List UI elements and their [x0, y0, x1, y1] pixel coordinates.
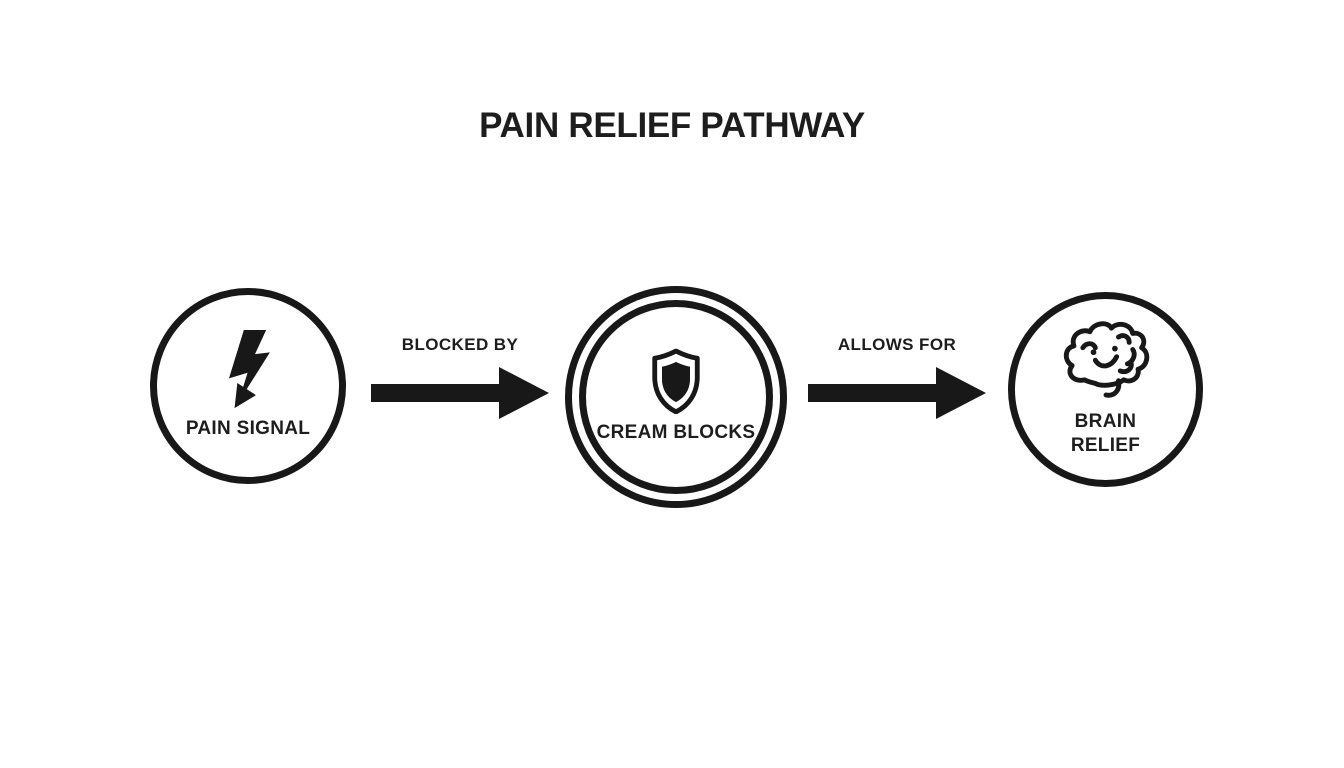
arrow-right-icon [371, 367, 549, 419]
connector-label-blocked-by: BLOCKED BY [401, 335, 519, 354]
arrow-right-icon [808, 367, 986, 419]
node-label-pain-signal: PAIN SIGNAL [185, 418, 311, 440]
node-label-cream-blocks: CREAM BLOCKS [596, 422, 756, 444]
shield-icon [647, 348, 705, 415]
brain-icon [1060, 321, 1152, 403]
node-brain-relief: BRAIN RELIEF [1008, 292, 1203, 487]
connector-allows-for: ALLOWS FOR [807, 336, 987, 422]
connector-blocked-by: BLOCKED BY [370, 336, 550, 422]
node-cream-blocks: CREAM BLOCKS [565, 286, 787, 508]
lightning-bolt-icon [225, 330, 272, 410]
connector-label-allows-for: ALLOWS FOR [837, 335, 957, 354]
node-label-brain-relief: BRAIN RELIEF [1070, 410, 1141, 456]
page-title: PAIN RELIEF PATHWAY [479, 106, 865, 145]
node-pain-signal: PAIN SIGNAL [150, 288, 346, 484]
